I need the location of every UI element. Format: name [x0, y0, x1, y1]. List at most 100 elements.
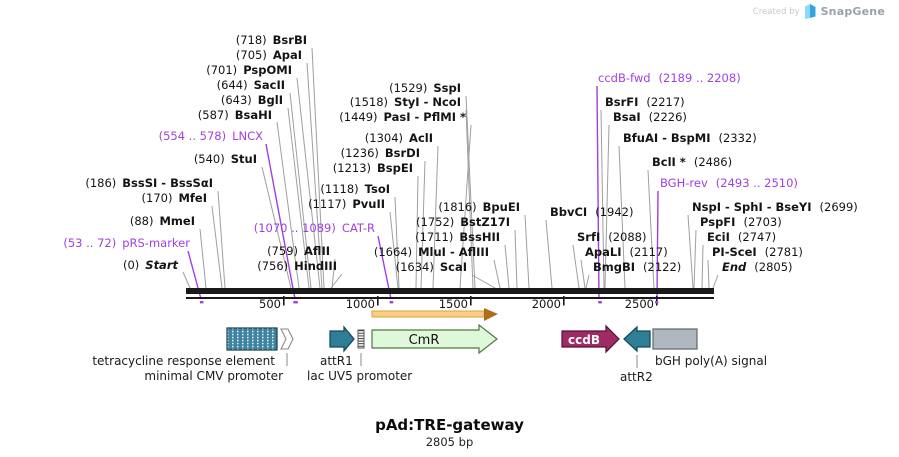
- leader-line-bspei: [415, 175, 419, 289]
- site-name: End: [722, 260, 747, 274]
- feature-cmr-label: CmR: [409, 333, 440, 348]
- site-name: BsrFI: [605, 95, 639, 109]
- orf-arrow-head: [484, 308, 498, 321]
- site-label-pspomi: (701)PspOMI: [206, 64, 292, 77]
- site-name: BsrBI: [272, 33, 307, 47]
- site-label-mlui-afliii: (1664)MluI - AflIII: [374, 246, 489, 259]
- site-name: SacII: [253, 78, 285, 92]
- site-position: (718): [235, 33, 267, 47]
- leader-line-pi-scei: [707, 259, 710, 289]
- leader-line-bsrdi: [420, 160, 426, 289]
- site-name: NspI - SphI - BseYI: [692, 200, 812, 214]
- site-label-start: (0)Start: [123, 259, 178, 272]
- ruler-number-1000: 1000: [345, 297, 375, 311]
- site-position: (1117): [308, 197, 347, 211]
- leader-line-sacii: [289, 92, 312, 289]
- site-label-pspfi: PspFI(2703): [700, 216, 782, 229]
- leader-line-bpuei: [524, 214, 530, 289]
- site-name: PspFI: [700, 215, 736, 229]
- site-label-sacii: (644)SacII: [217, 79, 285, 92]
- region-marker-cat-r: [389, 301, 394, 304]
- site-name: MmeI: [159, 214, 195, 228]
- site-label-bgh-rev: BGH-rev(2493 .. 2510): [660, 177, 798, 190]
- site-label-apali: ApaLI(2117): [585, 246, 668, 259]
- site-label-nspi-sphi-bseyi: NspI - SphI - BseYI(2699): [692, 201, 858, 214]
- site-label-bsshii: (1711)BssHII: [415, 231, 500, 244]
- leader-line-apali: [580, 259, 586, 289]
- leader-line-bgli: [287, 107, 310, 289]
- site-name: PvuII: [352, 197, 385, 211]
- plasmid-title: pAd:TRE-gateway: [375, 416, 524, 434]
- site-position: (2486): [693, 155, 733, 169]
- site-name: ApaLI: [585, 245, 622, 259]
- site-name: SspI: [433, 81, 461, 95]
- site-position: (1070 .. 1089): [253, 221, 336, 235]
- plasmid-length: 2805 bp: [425, 435, 474, 449]
- leader-line-end: [712, 274, 719, 289]
- site-position: (1816): [438, 200, 477, 214]
- feature-cmr: [371, 323, 498, 355]
- leader-line-pasi-pflmi: [459, 124, 472, 289]
- site-position: (88): [129, 214, 154, 228]
- leader-line-bbvci: [545, 219, 553, 289]
- site-label-cat-r: (1070 .. 1089)CAT-R: [254, 222, 375, 235]
- site-position: (1213): [332, 161, 372, 175]
- feature-min-cmv: [280, 328, 294, 350]
- region-marker-ccdb-fwd: [598, 301, 602, 304]
- leader-line-pspomi: [296, 77, 321, 289]
- feature-label-bgh: bGH poly(A) signal: [655, 354, 768, 368]
- site-label-bcli: BclI *(2486): [652, 156, 732, 169]
- site-name: BsaHI: [234, 108, 272, 122]
- leader-line-apai: [306, 62, 323, 289]
- leader-line-aflii: [331, 258, 336, 289]
- feature-ccdb-label: ccdB: [568, 333, 600, 347]
- site-label-end: End(2805): [722, 261, 793, 274]
- site-label-bsssi-bsss-i: (186)BssSI - BssSαI: [85, 177, 213, 190]
- site-name: Start: [145, 258, 178, 272]
- site-position: (587): [197, 108, 229, 122]
- region-marker-bgh-rev: [655, 301, 659, 304]
- site-label-stui: (540)StuI: [194, 153, 257, 166]
- site-label-hindiii: (756)HindIII: [257, 260, 337, 273]
- ruler-tick-2000: [563, 296, 565, 306]
- site-name: ApaI: [272, 48, 302, 62]
- site-name: PspOMI: [243, 63, 292, 77]
- site-label-pi-scei: PI-SceI(2781): [712, 246, 803, 259]
- leader-line-bcli: [647, 169, 655, 289]
- site-position: (2332): [718, 131, 757, 145]
- ruler-tick-2500: [656, 296, 658, 306]
- site-label-bsahi: (587) BsaHI: [198, 109, 272, 122]
- site-label-lncx: (554 .. 578)LNCX: [159, 130, 263, 143]
- site-name: BGH-rev: [660, 176, 708, 190]
- site-label-bsrfi: BsrFI (2217): [605, 96, 685, 109]
- orf-arrow-shaft: [371, 310, 485, 318]
- site-name: BsaI: [613, 110, 641, 124]
- site-position: (1518): [349, 95, 389, 109]
- site-name: MluI - AflIII: [418, 245, 489, 259]
- leader-line-stui: [261, 166, 292, 289]
- feature-bgh: [652, 328, 698, 350]
- site-name: BssHII: [459, 230, 500, 244]
- leader-line-start: [182, 271, 191, 289]
- map-backbone-thick: [186, 288, 714, 294]
- site-label-mfei: (170)MfeI: [142, 192, 207, 205]
- site-name: BbvCI: [550, 205, 588, 219]
- site-label-bfuai-bspmi: BfuAI - BspMI(2332): [623, 132, 757, 145]
- site-label-srfi: SrfI(2088): [577, 231, 647, 244]
- leader-line-ccdb-fwd: [596, 85, 600, 300]
- feature-label-attr2: attR2: [620, 370, 653, 384]
- site-position: (1118): [320, 182, 359, 196]
- site-name: HindIII: [294, 259, 337, 273]
- site-label-prs-marker: (53 .. 72)pRS-marker: [63, 237, 190, 250]
- site-position: (1529): [389, 81, 428, 95]
- site-position: (2217): [646, 95, 685, 109]
- site-name: BmgBI: [593, 260, 636, 274]
- site-name: BpuEI: [482, 200, 520, 214]
- site-label-ccdb-fwd: ccdB-fwd(2189 .. 2208): [598, 72, 741, 85]
- leader-line-srfi: [572, 244, 580, 289]
- leader-line-tsoi: [394, 196, 400, 289]
- snapgene-brand-text: SnapGene: [820, 5, 885, 18]
- leader-line-bstz17i: [514, 229, 518, 289]
- leader-line-nspi-sphi-bseyi: [687, 214, 694, 289]
